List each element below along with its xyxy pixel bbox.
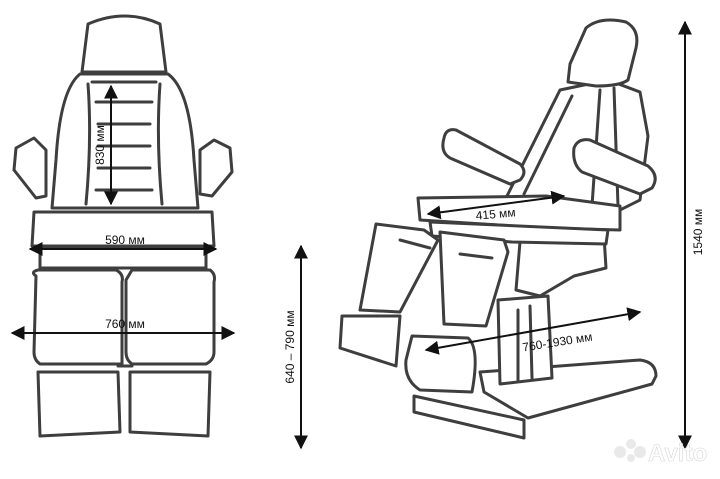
dim-line-seat-depth <box>426 190 566 220</box>
chair-front-view <box>10 14 236 438</box>
side-leg-rest-far <box>358 222 440 314</box>
front-leg-joints <box>114 266 136 368</box>
front-right-armrest <box>198 138 234 198</box>
watermark-text: Avito <box>648 440 707 467</box>
front-leg-cushion-left-upper <box>31 268 124 366</box>
avito-logo-icon <box>614 439 646 462</box>
side-foot-rest-far <box>338 314 402 368</box>
front-leg-cushion-right-lower <box>128 370 212 438</box>
label-seat-height: 640 – 790 мм <box>283 310 297 383</box>
front-leg-cushion-left-lower <box>36 370 122 438</box>
front-backrest <box>50 72 200 210</box>
side-leg-rest-lines <box>398 238 494 260</box>
chair-side-view <box>338 18 692 450</box>
dim-line-length-range <box>424 307 642 355</box>
side-foot-rest-near <box>404 334 477 394</box>
label-seat-width: 590 мм <box>105 233 145 247</box>
label-full-width: 760 мм <box>105 317 145 331</box>
front-headrest <box>80 14 168 74</box>
avito-watermark: Avito <box>614 439 707 467</box>
label-seat-depth: 415 мм <box>475 205 516 222</box>
label-total-height: 1540 мм <box>691 209 705 256</box>
front-leg-cushion-right-upper <box>124 268 216 366</box>
front-backrest-stitching <box>84 80 164 206</box>
side-headrest <box>566 18 639 88</box>
side-left-armrest <box>441 128 526 186</box>
side-right-armrest <box>572 138 657 196</box>
front-seat-base <box>38 246 208 270</box>
label-backrest-height: 830 мм <box>93 125 107 165</box>
front-left-armrest <box>12 136 48 200</box>
side-base-plate <box>412 394 526 440</box>
